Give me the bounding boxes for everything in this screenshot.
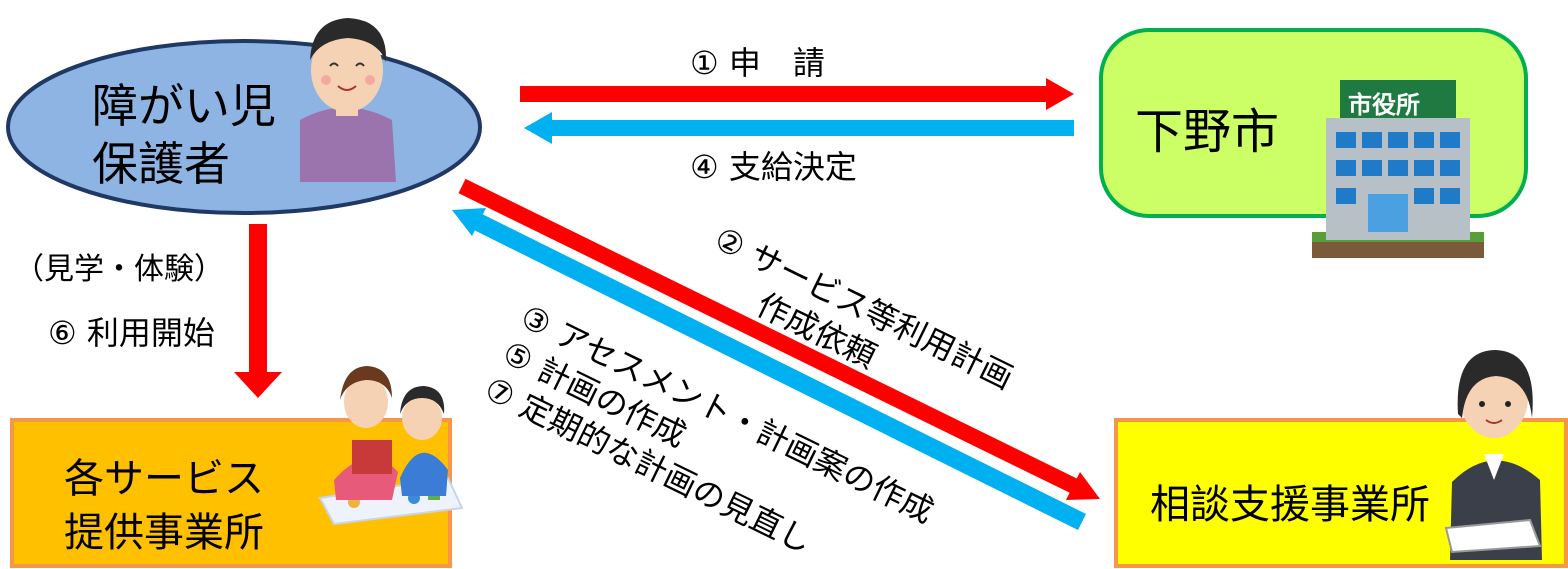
guardian-label-line2: 保護者 xyxy=(92,137,230,191)
plan-arrow xyxy=(452,208,1087,531)
providers-label-line2: 提供事業所 xyxy=(64,510,264,556)
decision-label: ④ 支給決定 xyxy=(690,148,857,186)
consult-label: 相談支援事業所 xyxy=(1150,482,1430,528)
visit-label: （見学・体験） xyxy=(14,252,224,287)
city-hall-icon xyxy=(1312,80,1484,258)
city-hall-sign-text: 市役所 xyxy=(1348,91,1420,119)
apply-arrow xyxy=(520,78,1074,110)
guardian-label-line1: 障がい児 xyxy=(92,79,276,133)
providers-label-line1: 各サービス xyxy=(64,456,264,502)
start-label: ⑥ 利用開始 xyxy=(48,314,215,352)
consultant-person-icon xyxy=(1444,350,1542,560)
city-label: 下野市 xyxy=(1135,104,1280,160)
request-arrow xyxy=(458,178,1100,500)
apply-label: ① 申 請 xyxy=(690,44,825,82)
decision-arrow xyxy=(524,112,1074,144)
start-arrow xyxy=(234,224,282,398)
parent-person-icon xyxy=(300,18,396,182)
parent-child-crafts-icon xyxy=(318,366,464,526)
